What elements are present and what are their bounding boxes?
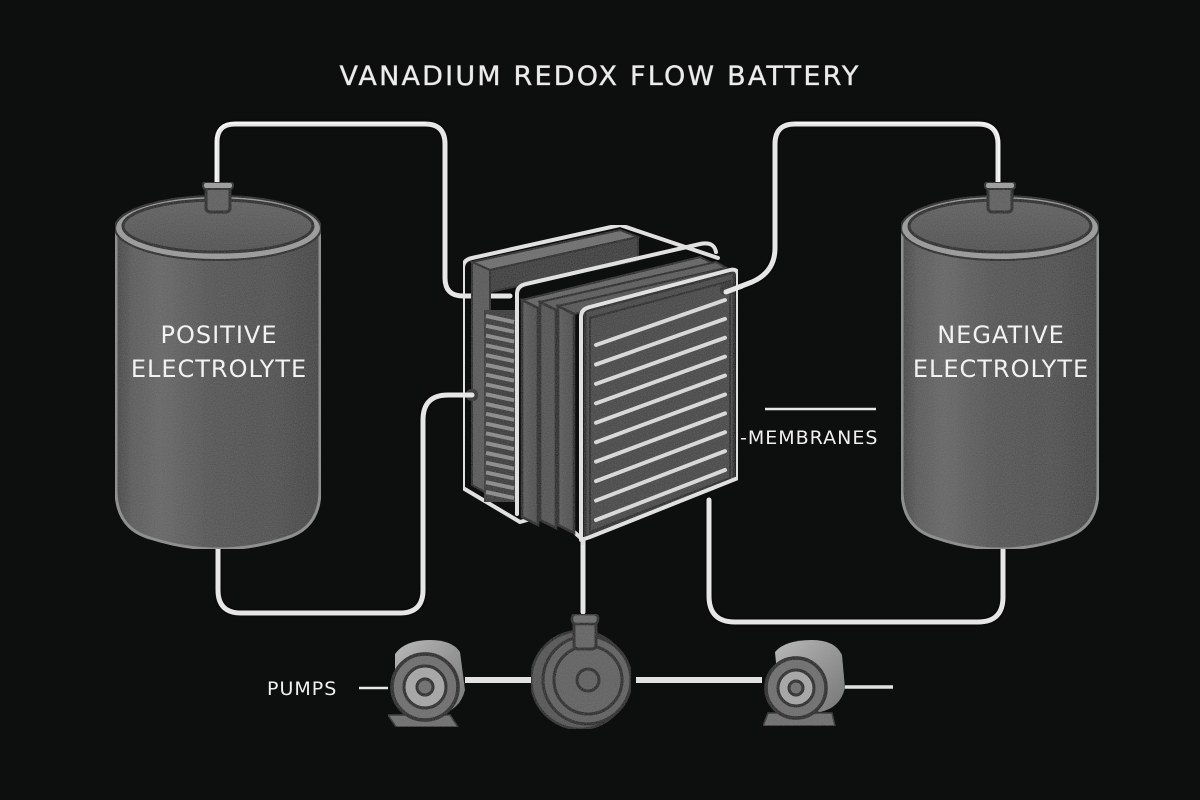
pipe-left-tank-bottom-to-stack	[213, 390, 477, 618]
pump-connector-lines	[465, 677, 893, 689]
pipe-stack-to-right-tank-top	[721, 119, 1003, 297]
negative-tank-label-line1: NEGATIVE	[937, 321, 1065, 349]
side-stripe	[485, 372, 515, 383]
negative-electrolyte-tank	[900, 181, 1100, 551]
side-stripe	[485, 382, 515, 393]
positive-electrolyte-tank	[114, 181, 322, 551]
front-stripe	[594, 430, 727, 484]
front-stripe	[594, 449, 727, 503]
side-stripe	[485, 460, 515, 471]
side-stripe	[485, 402, 515, 412]
positive-tank-label-line2: ELECTROLYTE	[131, 355, 307, 383]
front-stripe	[594, 373, 727, 425]
side-stripe	[485, 314, 515, 324]
front-end-plate	[579, 267, 740, 542]
positive-tank-label-line1: POSITIVE	[161, 321, 278, 349]
front-stripe	[594, 298, 727, 347]
front-stripe	[594, 392, 727, 445]
side-stripe	[485, 323, 515, 334]
side-stripe	[485, 490, 515, 500]
front-stripe	[594, 335, 727, 386]
side-stripe	[485, 470, 515, 481]
negative-tank-label-line2: ELECTROLYTE	[913, 355, 1089, 383]
front-stripe	[594, 316, 727, 367]
side-stripe	[485, 431, 515, 442]
side-stripe	[485, 480, 515, 491]
pipe-left-tank-to-stack-top	[212, 119, 515, 301]
pump-right	[761, 640, 845, 727]
front-stripe	[594, 411, 727, 464]
side-stripe	[485, 450, 515, 461]
pump-left	[386, 640, 465, 728]
front-stripe	[594, 468, 727, 522]
side-stripe	[485, 343, 515, 354]
side-stripe	[485, 362, 515, 373]
cell-slab-2	[537, 260, 733, 531]
cell-stack	[461, 223, 741, 547]
pump-center	[529, 612, 633, 731]
side-stripes	[485, 314, 515, 500]
side-stripe	[485, 392, 515, 403]
side-stripe	[485, 441, 515, 452]
pipes	[212, 119, 1008, 689]
tank-body	[114, 226, 322, 551]
diagram-title: VANADIUM REDOX FLOW BATTERY	[339, 61, 860, 92]
side-vent-panel	[484, 310, 516, 502]
pipe-end-top-right	[723, 283, 745, 295]
pipe-stack-bottom-to-right-tank	[704, 495, 1008, 627]
side-stripe	[485, 411, 515, 422]
side-stripe	[485, 421, 515, 432]
pumps-label: PUMPS	[267, 678, 337, 700]
tank-body	[900, 226, 1100, 551]
membranes-label: -MEMBRANES	[740, 427, 878, 449]
side-stripe	[485, 353, 515, 364]
side-stripe	[485, 333, 515, 344]
front-stripe	[594, 354, 727, 406]
front-stripes	[594, 298, 727, 522]
